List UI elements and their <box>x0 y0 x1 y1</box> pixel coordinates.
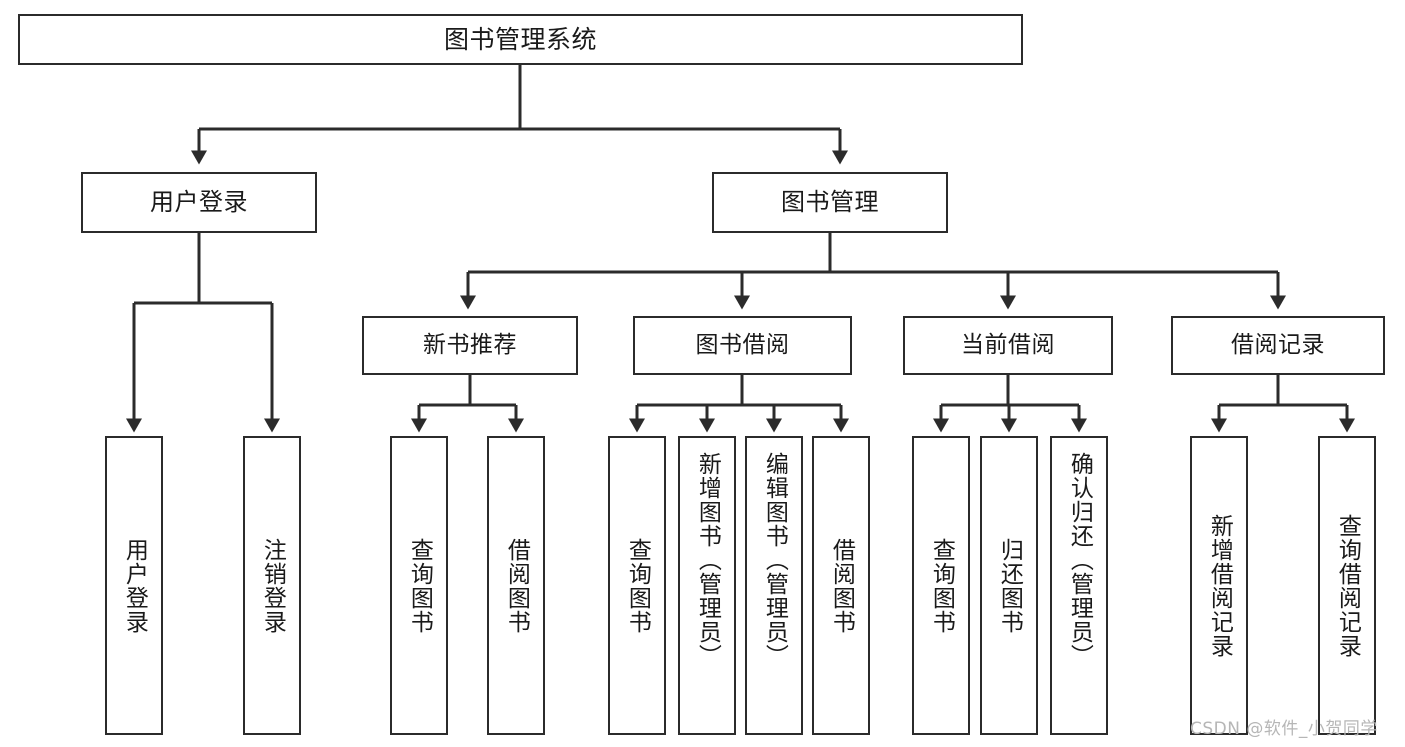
node-root-system[interactable]: 图书管理系统 <box>18 14 1023 65</box>
leaf-borrow-book[interactable]: 借阅图书 <box>812 436 870 735</box>
node-label: 新增图书（管理员） <box>694 452 721 668</box>
node-label: 查询图书 <box>624 537 651 634</box>
node-current-borrow[interactable]: 当前借阅 <box>903 316 1113 375</box>
node-label: 图书管理系统 <box>443 24 597 54</box>
node-book-borrow[interactable]: 图书借阅 <box>633 316 852 375</box>
leaf-borrow-book-recommend[interactable]: 借阅图书 <box>487 436 545 735</box>
leaf-add-borrow-record[interactable]: 新增借阅记录 <box>1190 436 1248 735</box>
node-borrow-record[interactable]: 借阅记录 <box>1171 316 1385 375</box>
node-label: 注销登录 <box>259 537 286 634</box>
node-label: 查询图书 <box>928 537 955 634</box>
leaf-logout[interactable]: 注销登录 <box>243 436 301 735</box>
node-label: 查询借阅记录 <box>1334 513 1361 658</box>
leaf-user-login[interactable]: 用户登录 <box>105 436 163 735</box>
node-label: 归还图书 <box>996 537 1023 634</box>
node-label: 新书推荐 <box>423 331 517 358</box>
leaf-edit-book-admin[interactable]: 编辑图书（管理员） <box>745 436 803 735</box>
node-label: 用户登录 <box>121 537 148 634</box>
leaf-query-book-recommend[interactable]: 查询图书 <box>390 436 448 735</box>
node-label: 图书借阅 <box>695 331 790 358</box>
leaf-return-book[interactable]: 归还图书 <box>980 436 1038 735</box>
leaf-confirm-return-admin[interactable]: 确认归还（管理员） <box>1050 436 1108 735</box>
leaf-query-book-current[interactable]: 查询图书 <box>912 436 970 735</box>
node-label: 借阅图书 <box>503 537 530 634</box>
node-user-login[interactable]: 用户登录 <box>81 172 317 233</box>
node-label: 当前借阅 <box>961 331 1055 358</box>
leaf-query-borrow-record[interactable]: 查询借阅记录 <box>1318 436 1376 735</box>
node-label: 用户登录 <box>150 188 248 217</box>
node-label: 借阅记录 <box>1231 331 1325 358</box>
node-label: 编辑图书（管理员） <box>761 452 788 668</box>
node-label: 查询图书 <box>406 537 433 634</box>
leaf-query-book-borrow[interactable]: 查询图书 <box>608 436 666 735</box>
node-label: 借阅图书 <box>828 537 855 634</box>
node-label: 图书管理 <box>781 188 879 217</box>
node-label: 确认归还（管理员） <box>1066 452 1093 668</box>
leaf-add-book-admin[interactable]: 新增图书（管理员） <box>678 436 736 735</box>
node-label: 新增借阅记录 <box>1206 513 1233 658</box>
node-book-management[interactable]: 图书管理 <box>712 172 948 233</box>
watermark-text: CSDN @软件_小贺同学 <box>1190 719 1378 739</box>
node-new-book-recommend[interactable]: 新书推荐 <box>362 316 578 375</box>
